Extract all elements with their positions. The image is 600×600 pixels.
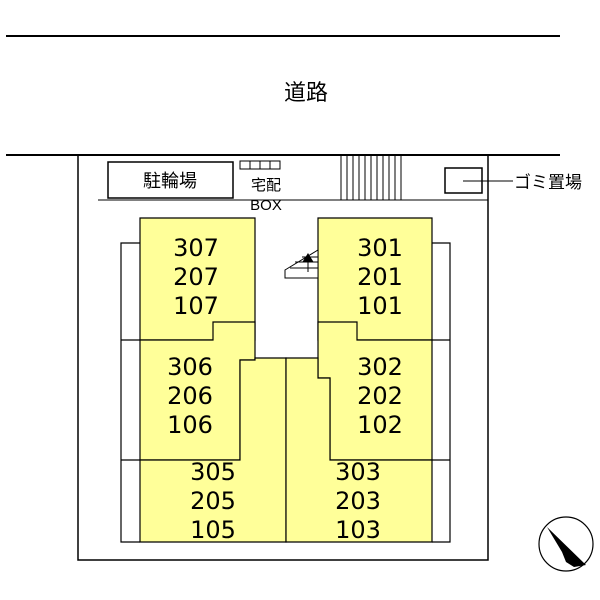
unit-number: 107 xyxy=(173,292,219,320)
exterior-stairs-icon xyxy=(340,155,402,200)
unit-number: 206 xyxy=(167,382,213,410)
unit-number: 203 xyxy=(335,487,381,515)
bicycle-parking-label: 駐輪場 xyxy=(143,171,197,191)
garbage-label: ゴミ置場 xyxy=(514,172,582,192)
north-arrow-icon xyxy=(538,516,594,572)
delivery-box-label-1: 宅配 xyxy=(251,177,281,194)
unit-305-numbers: 305 205 105 xyxy=(190,458,236,544)
unit-303-numbers: 303 203 103 xyxy=(335,458,381,544)
unit-number: 306 xyxy=(167,353,213,381)
road-label: 道路 xyxy=(284,80,328,105)
unit-number: 305 xyxy=(190,458,236,486)
unit-307-numbers: 307 207 107 xyxy=(173,234,219,320)
unit-number: 303 xyxy=(335,458,381,486)
delivery-box-icon xyxy=(239,160,281,170)
unit-302-numbers: 302 202 102 xyxy=(357,353,403,439)
unit-number: 301 xyxy=(357,234,403,262)
bicycle-parking xyxy=(107,161,234,199)
stairs-icon xyxy=(284,249,319,279)
unit-number: 205 xyxy=(190,487,236,515)
unit-number: 105 xyxy=(190,516,236,544)
unit-305 xyxy=(139,357,287,543)
balcony-left xyxy=(120,242,140,543)
balcony-right xyxy=(432,242,451,543)
unit-number: 102 xyxy=(357,411,403,439)
unit-303 xyxy=(285,357,433,543)
unit-number: 302 xyxy=(357,353,403,381)
site-boundary xyxy=(77,155,489,561)
unit-number: 106 xyxy=(167,411,213,439)
unit-301-numbers: 301 201 101 xyxy=(357,234,403,320)
unit-number: 207 xyxy=(173,263,219,291)
unit-number: 202 xyxy=(357,382,403,410)
unit-number: 103 xyxy=(335,516,381,544)
delivery-box-label-2: BOX xyxy=(250,197,282,214)
unit-number: 201 xyxy=(357,263,403,291)
unit-number: 307 xyxy=(173,234,219,262)
unit-number: 101 xyxy=(357,292,403,320)
unit-306-numbers: 306 206 106 xyxy=(167,353,213,439)
